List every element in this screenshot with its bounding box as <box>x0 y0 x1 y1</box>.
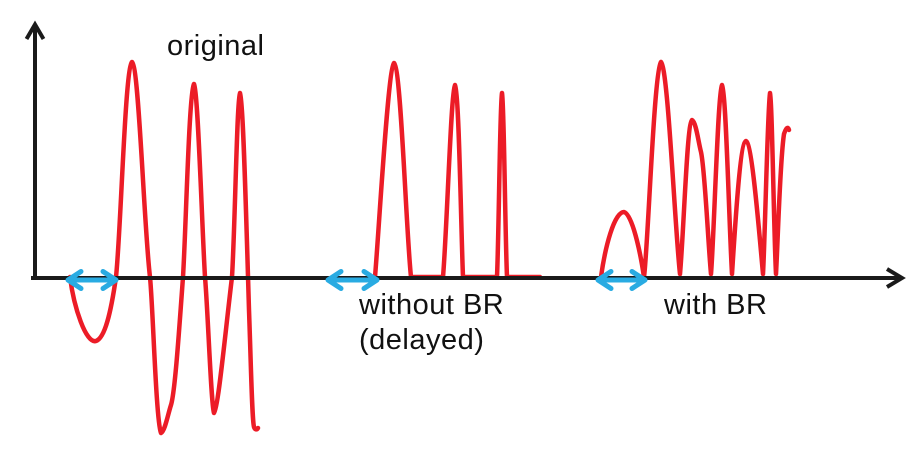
label-without-br-line1: without BR <box>359 289 505 321</box>
label-without-br-line2: (delayed) <box>359 324 485 356</box>
x-axis-arrow-icon <box>885 267 906 289</box>
delay-arrow-1-icon <box>65 269 119 291</box>
delay-arrows <box>65 269 648 291</box>
label-without-br: without BR(delayed) <box>359 288 504 358</box>
axes <box>24 20 906 289</box>
label-original: original <box>167 30 265 62</box>
delay-arrow-3-icon <box>595 269 648 291</box>
y-axis-arrow-icon <box>24 20 46 41</box>
waveform-with-br <box>598 59 792 280</box>
waveform-original <box>67 59 261 436</box>
label-with-br: with BR <box>664 289 768 321</box>
delay-arrow-2-icon <box>325 269 380 291</box>
waveform-without-br <box>372 60 543 280</box>
